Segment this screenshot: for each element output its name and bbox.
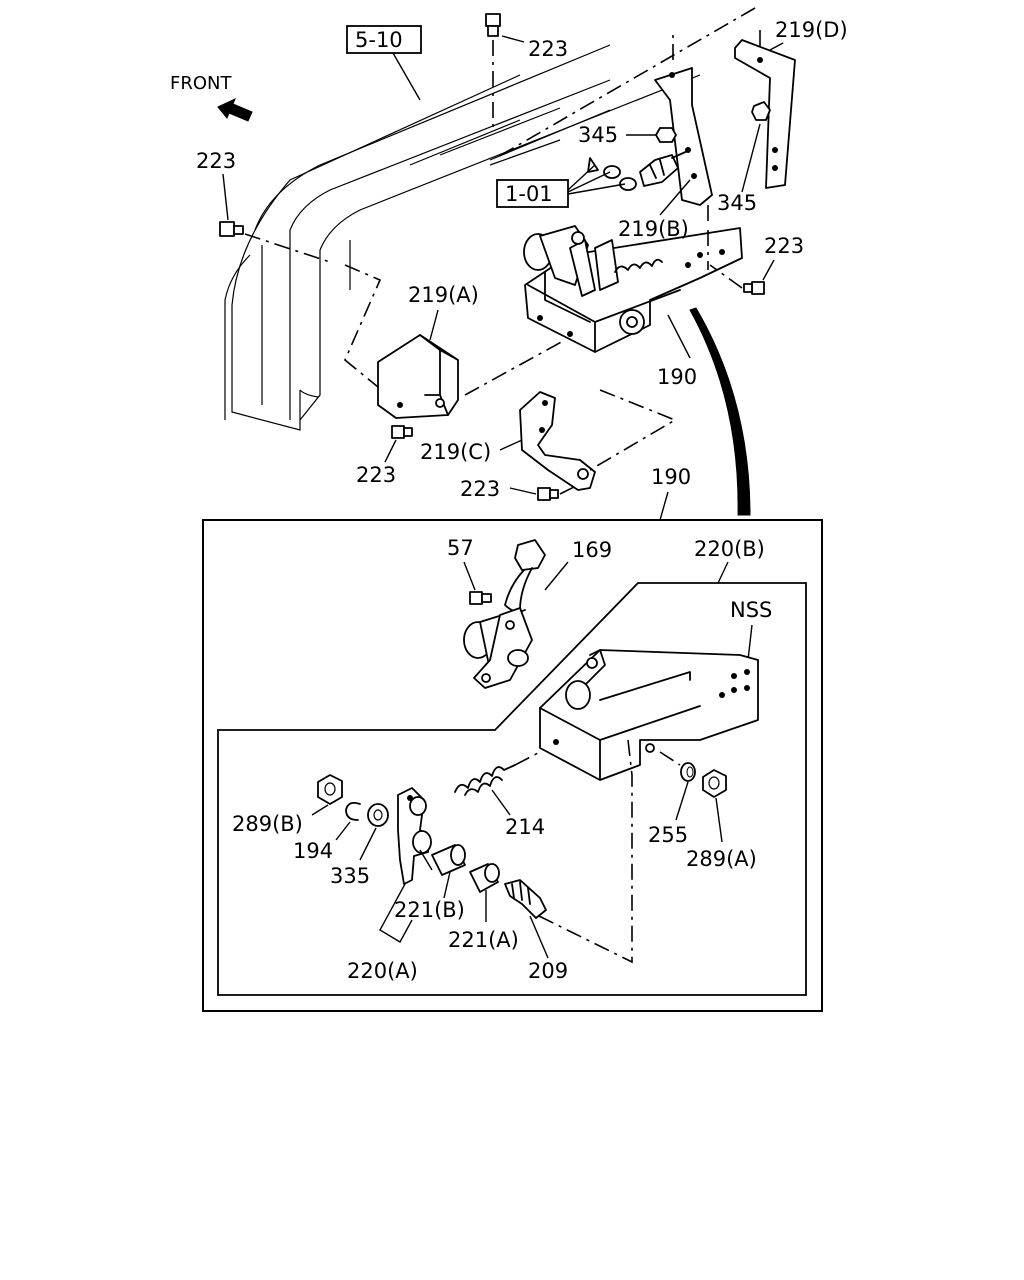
label-209: 209 [528,959,568,983]
label-345-upper: 345 [578,123,618,147]
spring-214: 214 [454,751,545,839]
bolt-223-top: 223 [485,13,568,130]
label-223-lower-a: 223 [356,463,396,487]
ref-box-5-10[interactable]: 5-10 [346,25,422,101]
front-direction-indicator: FRONT [170,73,253,122]
label-221a: 221(A) [448,928,519,952]
nut-289a: 289(A) [686,769,757,871]
front-label: FRONT [170,73,232,94]
callout-nss: NSS [730,598,772,661]
detail-frame [202,519,823,1012]
label-223-right: 223 [764,234,804,258]
bolt-209: 209 [504,879,568,983]
ref-5-10-label: 5-10 [355,28,403,52]
bracket-219b: 219(B) [618,30,713,241]
clip-194: 194 [293,801,361,863]
label-57: 57 [447,536,474,560]
ref-1-01-label: 1-01 [505,182,553,206]
label-345-right: 345 [717,191,757,215]
bracket-219c: 219(C) [420,389,677,491]
label-220a: 220(A) [347,959,418,983]
label-190-lower: 190 [651,465,691,489]
label-nss: NSS [730,598,772,622]
detail-pointer-curve [689,307,751,516]
cab-pillar-outline [224,44,701,431]
bolt-223-lower-a: 223 [356,425,413,487]
front-arrow-icon [217,98,253,122]
label-214: 214 [505,815,545,839]
label-219b: 219(B) [618,217,689,241]
nut-345-right: 345 [707,101,771,270]
nut-345-upper: 345 [578,123,677,147]
label-194: 194 [293,839,333,863]
bracket-219a: 219(A) [377,283,566,419]
screw-57: 57 [447,536,492,605]
callout-220b: 220(B) [694,537,765,584]
label-223-top: 223 [528,37,568,61]
callout-220a: 220(A) [347,959,418,983]
label-223-lower-c: 223 [460,477,500,501]
label-219c: 219(C) [420,440,491,464]
switch-assembly-190-upper: 190 [523,225,743,389]
clip-255: 255 [648,762,696,847]
label-335: 335 [330,864,370,888]
label-219a: 219(A) [408,283,479,307]
pedal-bracket-220b [536,649,759,964]
label-221b: 221(B) [394,898,465,922]
label-220b: 220(B) [694,537,765,561]
ref-box-1-01[interactable]: 1-01 [496,164,626,208]
bolt-223-left: 223 [196,149,401,406]
bolt-223-lower-c: 223 [460,477,577,501]
label-169: 169 [572,538,612,562]
washer-335: 335 [330,803,389,888]
label-190-upper: 190 [657,365,697,389]
subassembly-220b-frame [217,582,807,996]
cable-end-link [587,149,691,191]
bush-221a: 221(A) [448,863,519,952]
label-219d: 219(D) [775,18,848,42]
label-289b: 289(B) [232,812,303,836]
label-255: 255 [648,823,688,847]
bush-221b: 221(B) [394,844,466,922]
assembly-190-detail-callout: 190 [651,465,691,521]
switch-169: 169 [463,538,612,689]
nut-289b: 289(B) [232,774,343,836]
label-289a: 289(A) [686,847,757,871]
lever-220a [379,787,433,943]
bolt-223-right: 223 [709,234,804,295]
bracket-219d: 219(D) [495,7,848,189]
label-223-left: 223 [196,149,236,173]
